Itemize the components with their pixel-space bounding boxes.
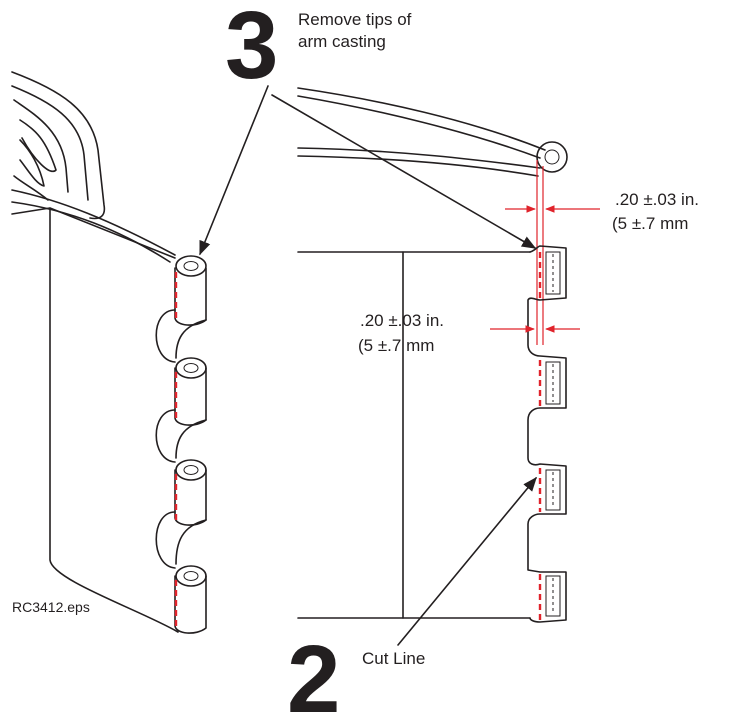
step-2-number: 2 xyxy=(287,626,340,715)
file-label: RC3412.eps xyxy=(12,599,90,615)
step-3-number: 3 xyxy=(225,0,278,99)
dimension-top-line2: (5 ±.7 mm xyxy=(612,214,688,233)
leader-arrow-3-right xyxy=(271,94,537,249)
step-2-caption: Cut Line xyxy=(362,649,425,668)
left-casting-view xyxy=(11,71,207,634)
dimension-mid-line1: .20 ±.03 in. xyxy=(360,311,444,330)
step-3-caption-line2: arm casting xyxy=(298,32,386,51)
right-casting-view xyxy=(297,87,600,623)
leader-arrow-2 xyxy=(397,476,537,646)
dimension-top-line1: .20 ±.03 in. xyxy=(615,190,699,209)
dimension-mid-line2: (5 ±.7 mm xyxy=(358,336,434,355)
leader-arrow-3-left xyxy=(199,85,269,256)
step-3-caption-line1: Remove tips of xyxy=(298,10,412,29)
